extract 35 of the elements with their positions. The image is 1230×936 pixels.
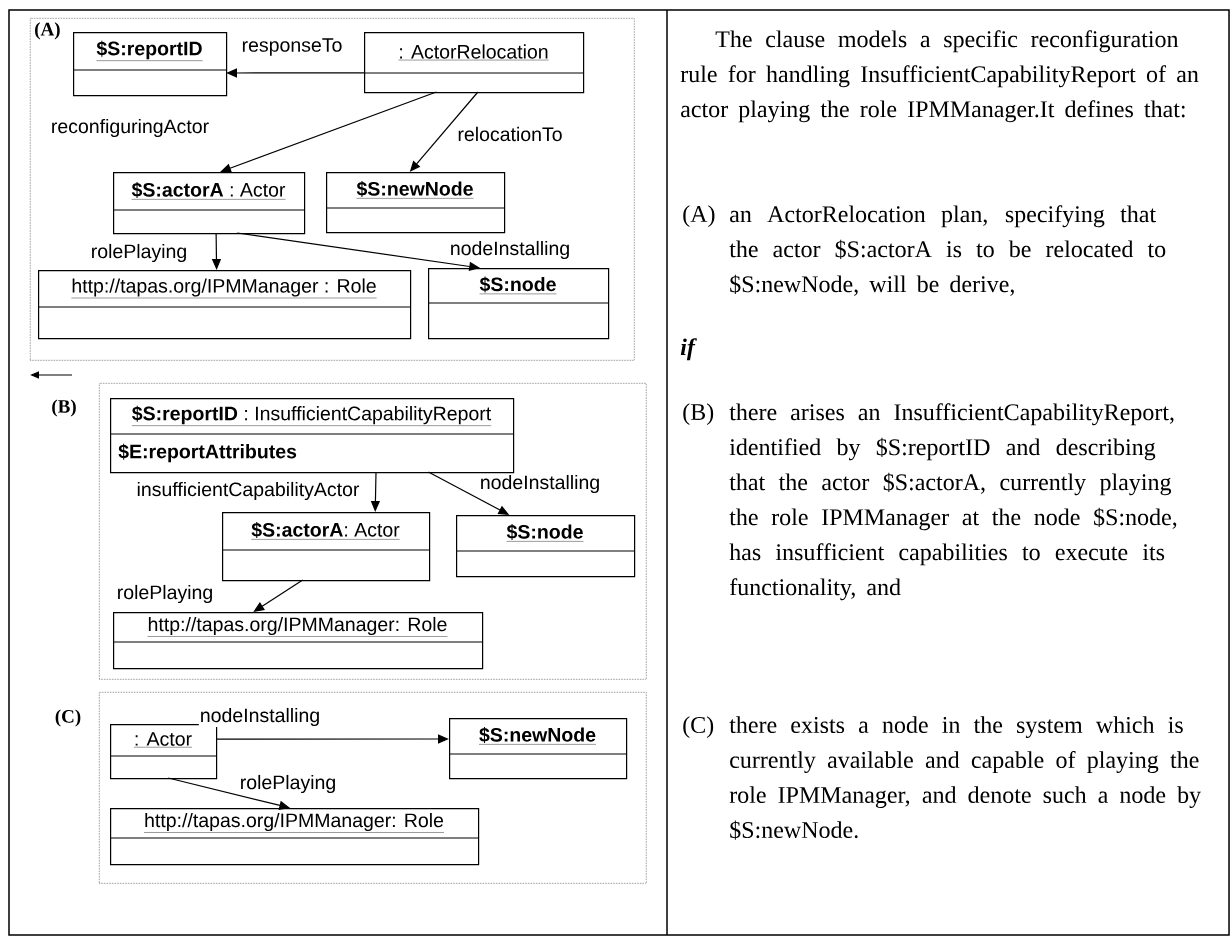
edge-label: reconfiguringActor bbox=[49, 117, 211, 139]
object-box: $S:actorA: Actor bbox=[221, 512, 431, 582]
object-box: $S:actorA : Actor bbox=[112, 172, 306, 235]
item-text: an ActorRelocation plan, specifying that the actor $S:actorA is to be relocated to $S:newNode, will be derive, bbox=[729, 205, 1166, 296]
item-marker: (A) bbox=[683, 205, 715, 227]
paragraph: The clause models a specific reconfiguration rule for handling InsufficientCapabilityReport of an actor playing the role IPMManager.It defines that: bbox=[680, 30, 1199, 123]
arrow bbox=[253, 579, 304, 612]
object-box: http://tapas.org/IPMManager : Role bbox=[37, 270, 412, 340]
edge-label: rolePlaying bbox=[238, 773, 338, 795]
edge-label: insufficientCapabilityActor bbox=[135, 480, 361, 502]
item-text: there exists a node in the system which is currently available and capable of playing the role IPMManager, and denote such a node by $S:newNode. bbox=[729, 716, 1201, 840]
node-label: (C) bbox=[55, 709, 81, 727]
arrow bbox=[220, 91, 437, 173]
edge-label: nodeInstalling bbox=[478, 473, 602, 495]
object-box: $S:node bbox=[455, 515, 636, 578]
edge-label: nodeInstalling bbox=[448, 239, 572, 261]
edge-label: nodeInstalling bbox=[198, 706, 322, 728]
object-box: http://tapas.org/IPMManager: Role bbox=[109, 808, 480, 866]
item-text: there arises an InsufficientCapabilityReport, identified by $S:reportID and describing that the actor $S:actorA, currently playing the role IPMManager at the node $S:node, has insufficient capabilities to execute its functionality, and bbox=[729, 403, 1177, 601]
edge-label: rolePlaying bbox=[89, 242, 189, 264]
node-label: (B) bbox=[52, 399, 76, 417]
item-marker: (B) bbox=[683, 403, 714, 425]
object-box: $S:newNode bbox=[448, 718, 628, 780]
object-box: $S:newNode bbox=[325, 172, 506, 234]
edge-label: responseTo bbox=[240, 37, 344, 57]
keyword: if bbox=[680, 338, 697, 361]
object-box: : Actor bbox=[109, 724, 218, 780]
item-marker: (C) bbox=[683, 716, 714, 738]
edge-label: relocationTo bbox=[456, 125, 564, 143]
object-box: : ActorRelocation bbox=[363, 32, 585, 94]
object-box: $S:reportID bbox=[72, 32, 228, 97]
edge-label: rolePlaying bbox=[115, 583, 215, 605]
object-box: http://tapas.org/IPMManager: Role bbox=[112, 612, 484, 670]
arrow bbox=[215, 734, 449, 744]
object-box: $S:node bbox=[427, 268, 610, 340]
